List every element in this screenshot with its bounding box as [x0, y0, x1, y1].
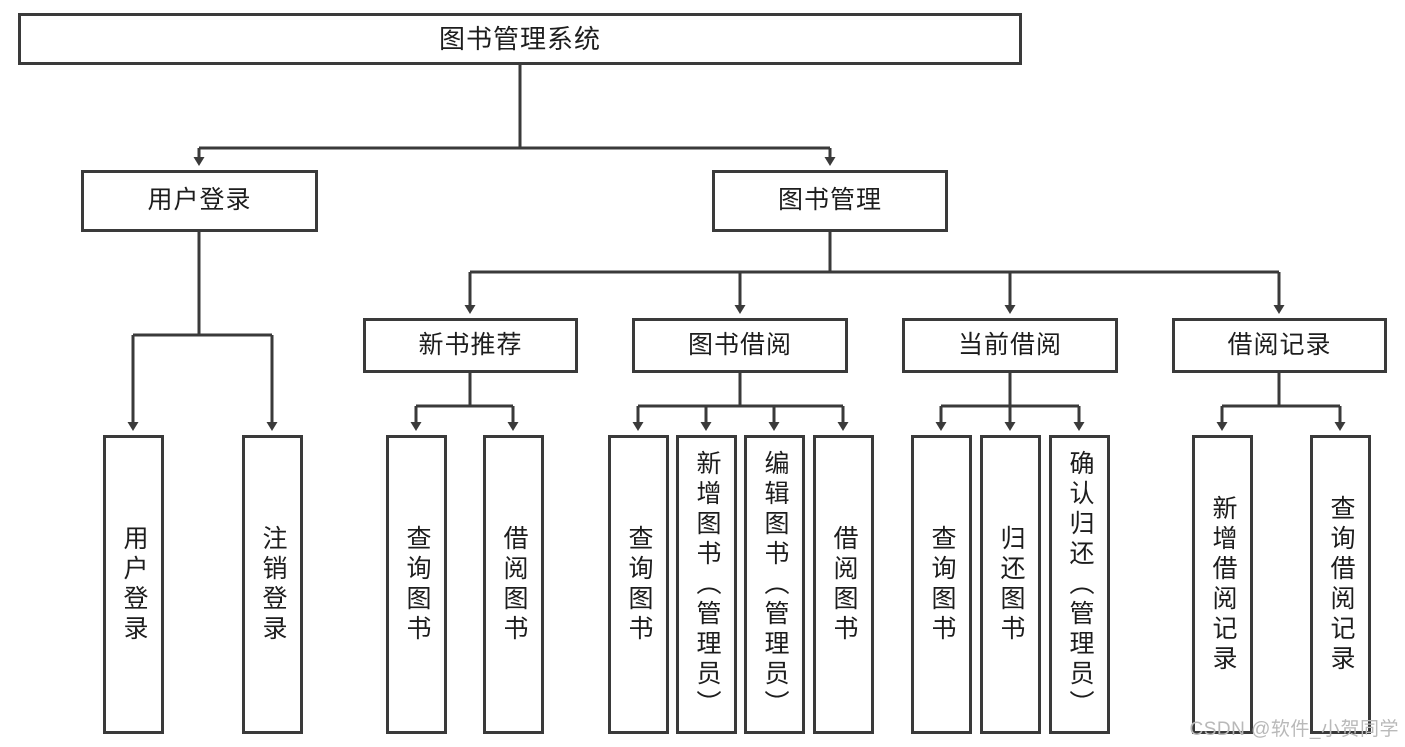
node-leaf-edit-book[interactable]: 编辑图书（管理员） — [744, 435, 805, 734]
node-user-login-label: 用户登录 — [147, 186, 252, 215]
node-leaf-logout[interactable]: 注销登录 — [242, 435, 303, 734]
node-current-borrow[interactable]: 当前借阅 — [902, 318, 1118, 373]
node-leaf-query-book-3-label: 查询图书 — [928, 524, 956, 645]
node-leaf-borrow-book-1[interactable]: 借阅图书 — [483, 435, 544, 734]
node-borrow-record-label: 借阅记录 — [1227, 330, 1332, 359]
node-leaf-add-record-label: 新增借阅记录 — [1209, 494, 1237, 675]
node-leaf-query-book-3[interactable]: 查询图书 — [911, 435, 972, 734]
node-leaf-edit-book-label: 编辑图书（管理员） — [761, 449, 789, 720]
node-book-manage-label: 图书管理 — [777, 186, 882, 215]
node-leaf-return-book-label: 归还图书 — [997, 524, 1025, 645]
node-leaf-query-record[interactable]: 查询借阅记录 — [1310, 435, 1371, 734]
node-leaf-add-book-label: 新增图书（管理员） — [693, 449, 721, 720]
node-new-book-rec-label: 新书推荐 — [418, 330, 523, 359]
node-leaf-query-book-2-label: 查询图书 — [625, 524, 653, 645]
watermark: CSDN @软件_小贺同学 — [1189, 719, 1399, 740]
node-leaf-confirm-return-label: 确认归还（管理员） — [1066, 449, 1094, 720]
node-user-login[interactable]: 用户登录 — [81, 170, 318, 232]
node-book-manage[interactable]: 图书管理 — [712, 170, 948, 232]
node-leaf-borrow-book-1-label: 借阅图书 — [500, 524, 528, 645]
node-leaf-query-record-label: 查询借阅记录 — [1327, 494, 1355, 675]
node-book-borrow-label: 图书借阅 — [687, 330, 792, 359]
node-leaf-add-book[interactable]: 新增图书（管理员） — [676, 435, 737, 734]
node-leaf-user-login-label: 用户登录 — [120, 524, 148, 645]
node-borrow-record[interactable]: 借阅记录 — [1172, 318, 1387, 373]
node-leaf-add-record[interactable]: 新增借阅记录 — [1192, 435, 1253, 734]
node-root[interactable]: 图书管理系统 — [18, 13, 1022, 65]
node-leaf-user-login[interactable]: 用户登录 — [103, 435, 164, 734]
node-root-label: 图书管理系统 — [438, 23, 601, 54]
node-leaf-borrow-book-2-label: 借阅图书 — [830, 524, 858, 645]
node-current-borrow-label: 当前借阅 — [957, 330, 1062, 359]
node-leaf-borrow-book-2[interactable]: 借阅图书 — [813, 435, 874, 734]
node-leaf-confirm-return[interactable]: 确认归还（管理员） — [1049, 435, 1110, 734]
node-leaf-query-book-2[interactable]: 查询图书 — [608, 435, 669, 734]
node-leaf-query-book-1-label: 查询图书 — [403, 524, 431, 645]
node-book-borrow[interactable]: 图书借阅 — [632, 318, 848, 373]
node-new-book-rec[interactable]: 新书推荐 — [363, 318, 578, 373]
node-leaf-logout-label: 注销登录 — [259, 524, 287, 645]
node-leaf-return-book[interactable]: 归还图书 — [980, 435, 1041, 734]
node-leaf-query-book-1[interactable]: 查询图书 — [386, 435, 447, 734]
